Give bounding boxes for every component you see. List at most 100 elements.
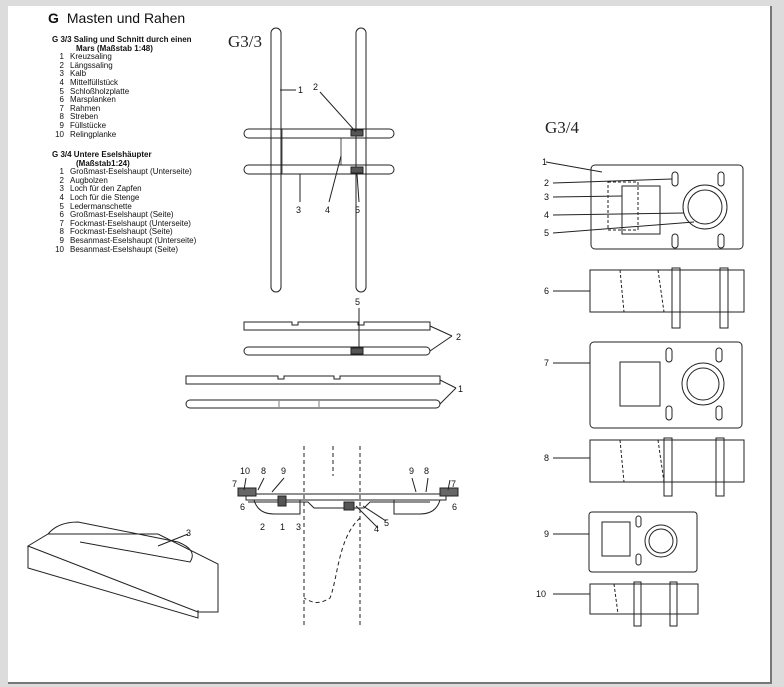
- legend-g33: G 3/3 Saling und Schnitt durch einen Mar…: [52, 35, 192, 139]
- callout-saling-1: 1: [298, 85, 303, 95]
- saling-side-views: [185, 308, 457, 409]
- legend-g34-list: 1 Großmast-Eselshaupt (Unterseite) 2 Augbol…: [52, 167, 197, 255]
- callout-kalb-3: 3: [186, 528, 191, 538]
- legend-item: 7 Rahmen: [52, 103, 192, 114]
- callout-section-7b: 7: [451, 479, 456, 489]
- legend-item-number: 6: [59, 95, 64, 105]
- callout-esel-3: 3: [544, 192, 549, 202]
- saling-top-view: [243, 27, 395, 293]
- legend-item: 3 Loch für den Zapfen: [52, 185, 196, 194]
- legend-item-number: 3: [59, 184, 64, 194]
- callout-esel-10: 10: [536, 589, 546, 599]
- legend-item-label: Mittelfüllstück: [70, 77, 119, 87]
- legend-g34-subtitle: (Maßstab1:24): [76, 158, 130, 168]
- legend-g34-title: G 3/4 Untere Eselshäupter: [52, 150, 152, 159]
- callout-esel-7: 7: [544, 358, 549, 368]
- callout-section-6a: 6: [240, 502, 245, 512]
- legend-item: 7 Fockmast-Eselshaupt (Unterseite): [52, 218, 196, 229]
- legend-g34: G 3/4 Untere Eselshäupter (Maßstab1:24) …: [52, 150, 197, 255]
- legend-item-number: 1: [59, 52, 64, 62]
- legend-item: 6 Marsplanken: [52, 95, 192, 105]
- legend-item-label: Fockmast-Eselshaupt (Unterseite): [70, 218, 191, 228]
- legend-item-label: Ledermanschette: [70, 201, 132, 211]
- legend-item-number: 7: [59, 103, 64, 113]
- callout-section-8b: 8: [424, 466, 429, 476]
- callout-section-1: 1: [280, 522, 285, 532]
- section-letter: G: [48, 10, 59, 26]
- legend-item: 6 Großmast-Eselshaupt (Seite): [52, 210, 196, 220]
- mars-section: [237, 446, 459, 626]
- legend-item-number: 7: [59, 218, 64, 228]
- legend-item: 2 Längssaling: [52, 60, 192, 71]
- eselshaupt-drawings: [545, 161, 745, 627]
- legend-item-number: 4: [59, 77, 64, 87]
- legend-item-label: Marsplanken: [70, 95, 116, 105]
- callout-section-3: 3: [296, 522, 301, 532]
- legend-item-label: Füllstücke: [70, 120, 107, 130]
- callout-saling-3: 3: [296, 205, 301, 215]
- callout-esel-2: 2: [544, 178, 549, 188]
- legend-item-label: Fockmast-Eselshaupt (Seite): [70, 227, 173, 237]
- callout-esel-5: 5: [544, 228, 549, 238]
- legend-item: 4 Mittelfüllstück: [52, 77, 192, 88]
- callout-section-10: 10: [240, 466, 250, 476]
- callout-section-9b: 9: [409, 466, 414, 476]
- legend-item-label: Großmast-Eselshaupt (Unterseite): [70, 167, 192, 177]
- callout-labels: 1 2 3 4 5 5 2 1 10 8 9 7 6 2 1 3 4 5 9 8…: [186, 82, 549, 599]
- legend-item: 5 Schloßholzplatte: [52, 86, 192, 97]
- legend-item-number: 1: [59, 167, 64, 177]
- legend-item-number: 2: [59, 60, 64, 70]
- legend-item-number: 5: [59, 201, 64, 211]
- legend-item-number: 5: [59, 86, 64, 96]
- legend-item-label: Kreuzsaling: [70, 52, 112, 62]
- legend-item-number: 9: [59, 235, 64, 245]
- legend-item-number: 10: [55, 244, 64, 254]
- section-title: Masten und Rahen: [66, 10, 186, 26]
- legend-item-label: Loch für den Zapfen: [70, 184, 142, 194]
- callout-section-8: 8: [261, 466, 266, 476]
- callout-section-7a: 7: [232, 479, 237, 489]
- legend-item: 2 Augbolzen: [52, 175, 196, 186]
- legend-item-label: Streben: [70, 112, 99, 122]
- legend-item-number: 6: [59, 210, 64, 220]
- callout-section-2: 2: [260, 522, 265, 532]
- callout-side-5: 5: [355, 297, 360, 307]
- legend-item: 8 Fockmast-Eselshaupt (Seite): [52, 228, 196, 237]
- legend-item-number: 2: [59, 175, 64, 185]
- legend-item-label: Rahmen: [70, 103, 101, 113]
- callout-saling-4: 4: [325, 205, 330, 215]
- legend-item-label: Längssaling: [70, 60, 113, 70]
- callout-section-5: 5: [384, 518, 389, 528]
- legend-item: 4 Loch für die Stenge: [52, 192, 196, 203]
- technical-drawings: 1 2 3 4 5 5 2 1 10 8 9 7 6 2 1 3 4 5 9 8…: [26, 27, 745, 627]
- callout-section-4: 4: [374, 524, 379, 534]
- callout-side-2: 2: [456, 332, 461, 342]
- legend-item-label: Großmast-Eselshaupt (Seite): [70, 210, 174, 220]
- legend-item: 1 Kreuzsaling: [52, 52, 192, 62]
- legend-g33-title: G 3/3 Saling und Schnitt durch einen: [52, 35, 192, 44]
- legend-item: 1 Großmast-Eselshaupt (Unterseite): [52, 167, 196, 177]
- page-heading: G Masten und Rahen: [48, 10, 185, 26]
- page: G Masten und Rahen G 3/3 Saling und Schni…: [8, 6, 772, 684]
- legend-item-label: Relingplanke: [70, 129, 117, 139]
- callout-esel-9: 9: [544, 529, 549, 539]
- legend-item-label: Schloßholzplatte: [70, 86, 130, 96]
- callout-side-1: 1: [458, 384, 463, 394]
- legend-item: 5 Ledermanschette: [52, 201, 196, 212]
- legend-item-number: 8: [59, 112, 64, 122]
- callout-esel-1: 1: [542, 157, 547, 167]
- figure-label-g33: G3/3: [228, 32, 262, 51]
- legend-item-number: 8: [59, 227, 64, 237]
- callout-esel-6: 6: [544, 286, 549, 296]
- legend-item-number: 4: [59, 192, 64, 202]
- callout-saling-2: 2: [313, 82, 318, 92]
- legend-item-label: Augbolzen: [70, 175, 108, 185]
- kalb-perspective: [26, 521, 219, 619]
- callout-esel-4: 4: [544, 210, 549, 220]
- legend-item-label: Loch für die Stenge: [70, 192, 140, 202]
